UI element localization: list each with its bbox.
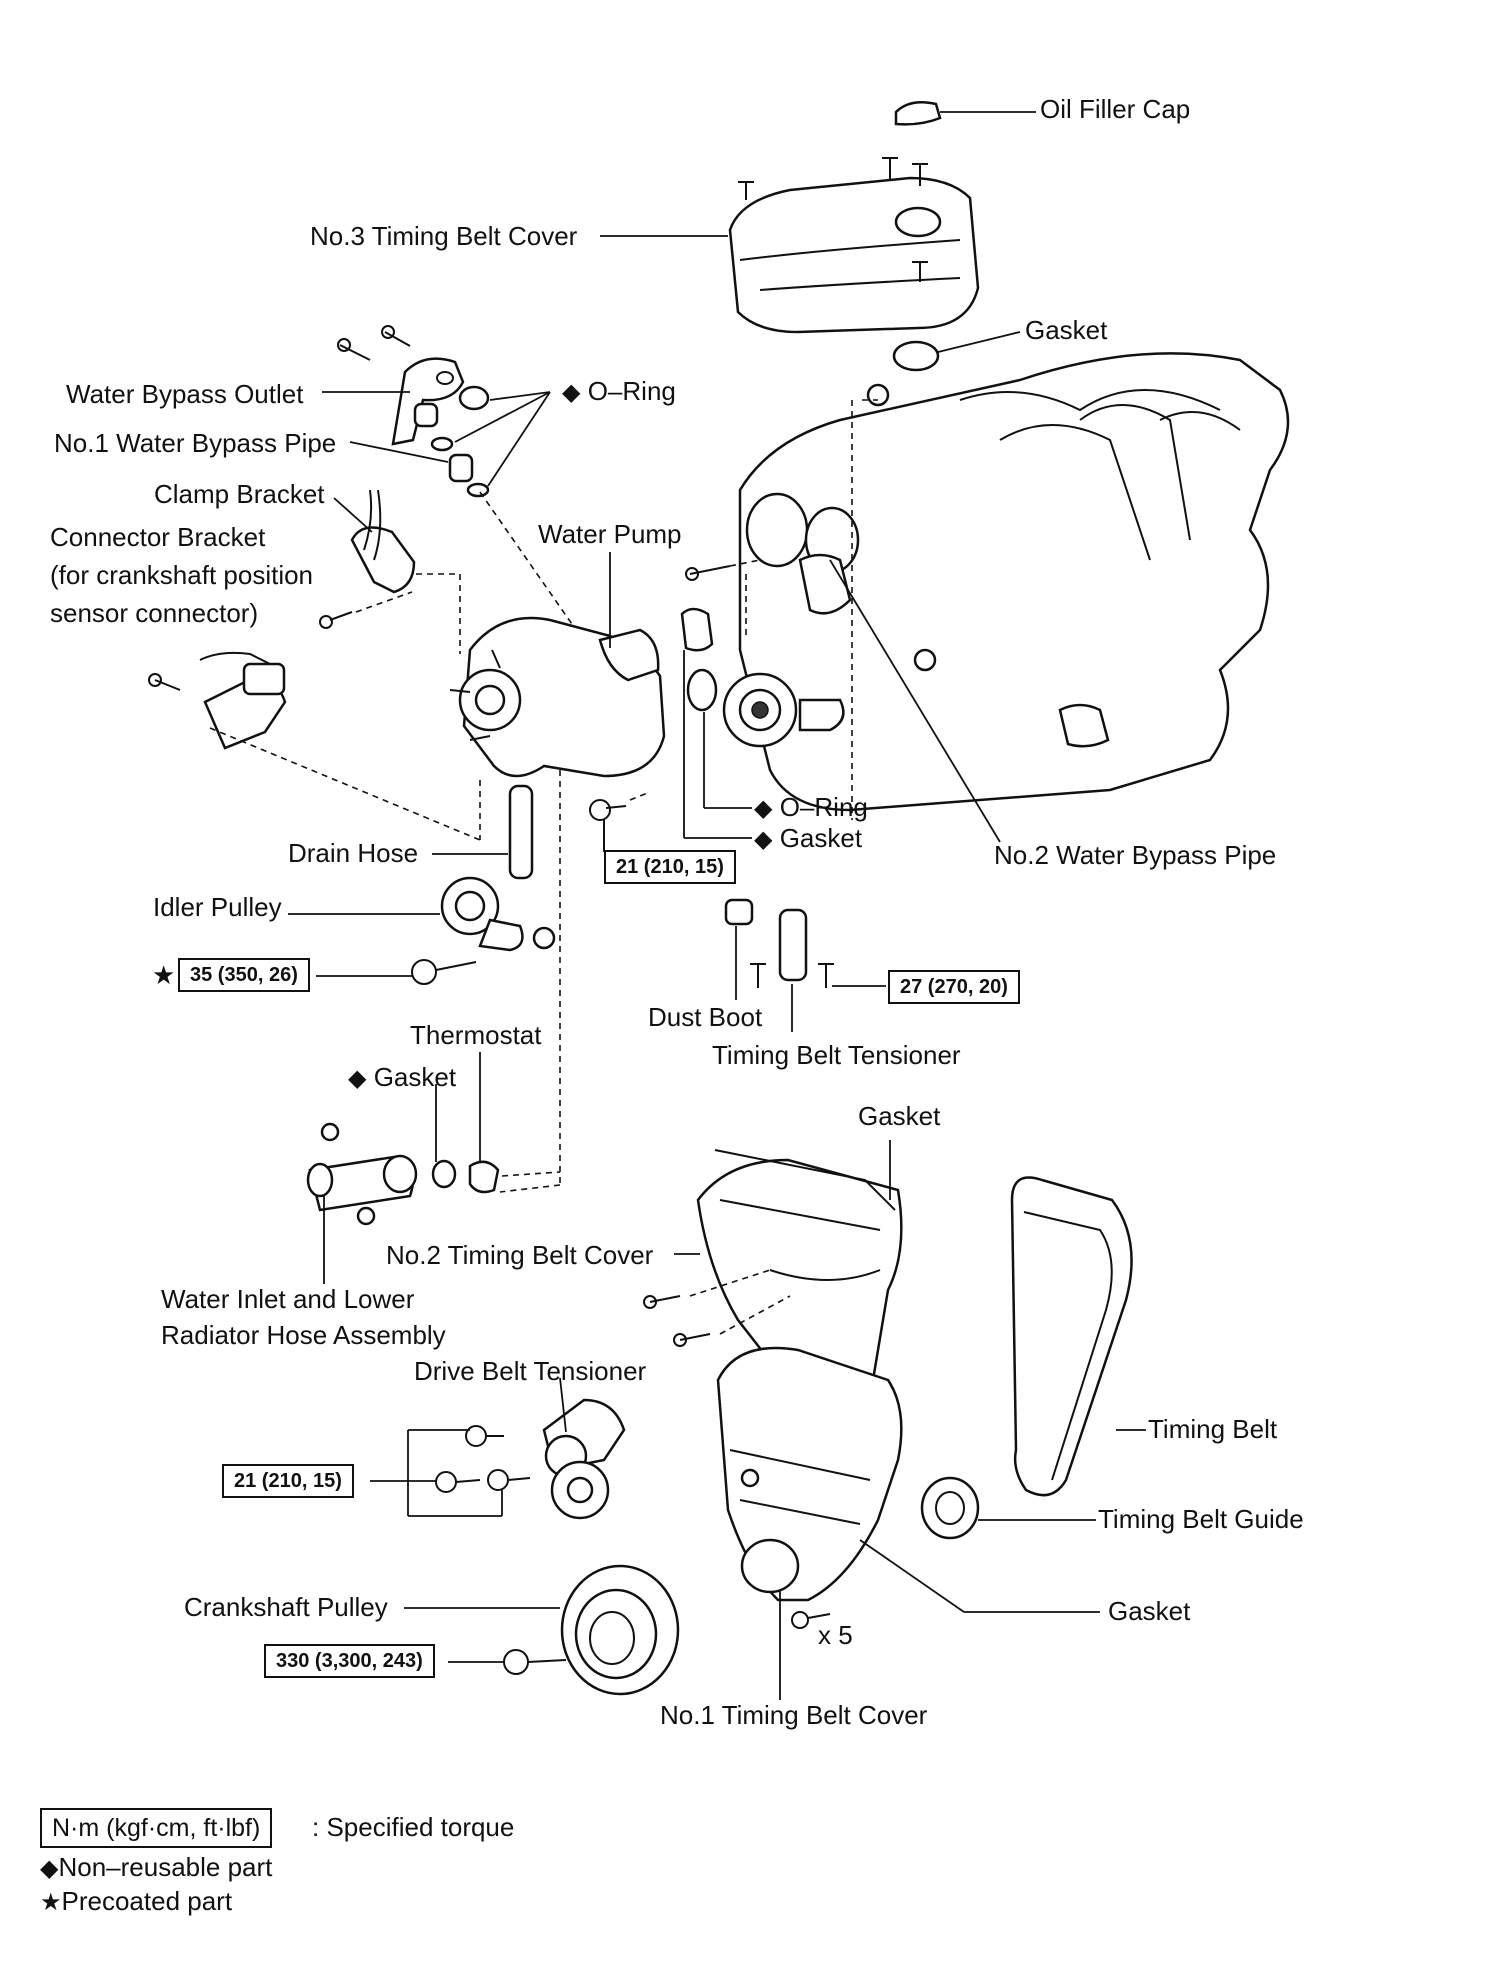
gasket-cover-label: Gasket [858,1101,941,1131]
non-reusable-symbol: ◆ [754,826,773,853]
o-ring-mid-text: O–Ring [779,792,868,822]
connector-bracket-label-line3: sensor connector) [50,598,259,628]
o-ring-top-text: O–Ring [587,376,676,406]
dust-boot-label: Dust Boot [648,1002,763,1032]
no3-timing-belt-cover-label: No.3 Timing Belt Cover [310,221,578,251]
no3-timing-belt-cover-drawing [600,157,980,334]
oil-filler-cap-drawing [894,101,1036,126]
torque-tensioner-bolt: 27 (270, 20) [888,970,1020,1004]
precoated-symbol-idler: ★ [152,960,176,990]
gasket-thermostat-text: Gasket [373,1062,457,1092]
o-ring-top-label: ◆ O–Ring [562,376,676,408]
gasket-thermostat-label: ◆ Gasket [348,1062,456,1094]
thermostat-drawing [431,1052,561,1194]
water-inlet-drawing [306,1122,418,1284]
water-bypass-outlet-label: Water Bypass Outlet [66,379,304,409]
water-pump-drawing [449,552,666,1193]
water-inlet-label-line2: Radiator Hose Assembly [161,1320,446,1350]
clamp-bracket-drawing [319,489,461,654]
legend-torque-desc: : Specified torque [312,1812,515,1842]
gasket-mid-text: Gasket [779,823,863,853]
connector-bracket-label-line2: (for crankshaft position [50,560,314,590]
legend-precoated: ★Precoated part [40,1886,232,1918]
drain-hose-label: Drain Hose [288,838,419,868]
water-inlet-label-line1: Water Inlet and Lower [161,1284,415,1314]
engine-block-drawing [685,352,1290,820]
engine-pulley-drawing [722,672,845,748]
non-reusable-symbol: ◆ [562,379,581,406]
idler-pulley-drawing [288,876,556,985]
timing-belt-label: Timing Belt [1148,1414,1278,1444]
crank-position-sensor-drawing [148,651,481,841]
timing-belt-tensioner-drawing [724,898,886,1032]
water-bypass-outlet-drawing [322,325,591,651]
torque-idler-pulley-bolt: 35 (350, 26) [178,958,310,992]
gasket-top-label: Gasket [1025,315,1108,345]
no2-timing-belt-cover-label: No.2 Timing Belt Cover [386,1240,654,1270]
timing-belt-tensioner-label: Timing Belt Tensioner [712,1040,961,1070]
legend-precoated-text: Precoated part [61,1886,233,1916]
gasket-top-drawing [892,340,940,372]
non-reusable-symbol: ◆ [40,1855,59,1882]
no1-timing-belt-cover-drawing [716,1346,1100,1700]
thermostat-label: Thermostat [410,1020,542,1050]
drive-belt-tensioner-label: Drive Belt Tensioner [414,1356,647,1386]
torque-crankshaft-pulley-bolt: 330 (3,300, 243) [264,1644,435,1678]
water-pump-bolt-drawing [589,799,627,852]
timing-belt-guide-drawing [920,1476,1096,1540]
legend-non-reusable: ◆Non–reusable part [40,1852,272,1884]
torque-water-pump-bolt: 21 (210, 15) [604,850,736,884]
idler-pulley-label: Idler Pulley [153,892,282,922]
oil-filler-cap-label: Oil Filler Cap [1040,94,1191,124]
gasket-lower-label: Gasket [1108,1596,1191,1626]
gasket-mid-label: ◆ Gasket [754,823,862,855]
no2-water-bypass-pipe-label: No.2 Water Bypass Pipe [994,840,1277,870]
legend-torque-unit: N·m (kgf·cm, ft·lbf) [40,1808,273,1848]
connector-bracket-label-line1: Connector Bracket [50,522,266,552]
crankshaft-pulley-drawing [404,1564,680,1696]
no2-timing-belt-cover-drawing [643,1140,903,1422]
drain-hose-drawing [432,784,534,880]
timing-belt-drawing [1010,1176,1146,1497]
quantity-x5-label: x 5 [818,1620,853,1650]
non-reusable-symbol: ◆ [348,1065,367,1092]
o-ring-mid-label: ◆ O–Ring [754,792,868,824]
drive-belt-tensioner-drawing [370,1377,626,1520]
non-reusable-symbol: ◆ [754,795,773,822]
legend-non-reusable-text: Non–reusable part [58,1852,273,1882]
water-pump-label: Water Pump [538,519,682,549]
clamp-bracket-label: Clamp Bracket [154,479,325,509]
crankshaft-pulley-label: Crankshaft Pulley [184,1592,388,1622]
timing-belt-guide-label: Timing Belt Guide [1098,1504,1304,1534]
no1-water-bypass-pipe-label: No.1 Water Bypass Pipe [54,428,337,458]
precoated-symbol: ★ [40,1889,62,1916]
no1-timing-belt-cover-label: No.1 Timing Belt Cover [660,1700,928,1730]
gasket-oring-mid-drawing [680,607,752,839]
torque-drive-belt-tensioner-bolt: 21 (210, 15) [222,1464,354,1498]
